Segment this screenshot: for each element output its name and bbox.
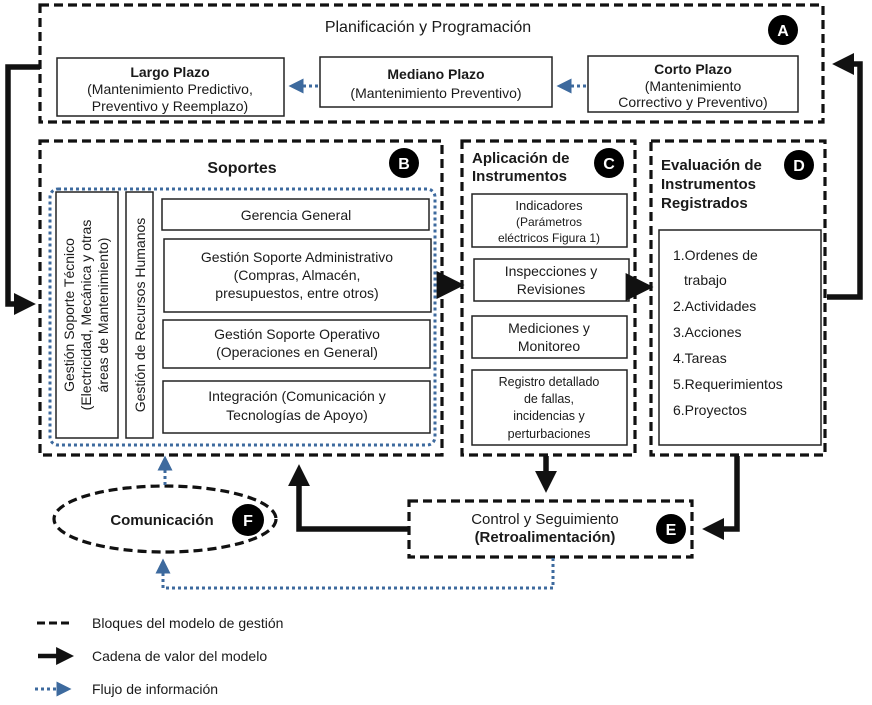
- soporte-administrativo-box: Gestión Soporte Administrativo (Compras,…: [163, 238, 432, 313]
- registro-box: Registro detallado de fallas, incidencia…: [471, 369, 628, 446]
- soporte-tecnico-line: (Electricidad, Mecánica y otras: [78, 220, 94, 411]
- svg-text:F: F: [243, 513, 253, 530]
- svg-text:A: A: [777, 23, 789, 40]
- legend-label: Cadena de valor del modelo: [92, 648, 267, 664]
- indicadores-box: Indicadores (Parámetros eléctricos Figur…: [471, 193, 628, 248]
- inspecciones-line: Inspecciones y: [505, 263, 598, 279]
- svg-text:B: B: [398, 156, 410, 173]
- soporte-operativo-box: Gestión Soporte Operativo (Operaciones e…: [162, 319, 431, 369]
- legend-item-dotted: Flujo de información: [35, 681, 218, 697]
- integracion-line: Integración (Comunicación y: [208, 388, 385, 404]
- corto-plazo-box: Corto Plazo (Mantenimiento Correctivo y …: [587, 55, 799, 113]
- soporte-tecnico-box: Gestión Soporte Técnico (Electricidad, M…: [55, 191, 119, 439]
- mediciones-line: Monitoreo: [518, 338, 580, 354]
- badge-c: C: [594, 148, 624, 178]
- instrumentos-list-box: 1.Ordenes de trabajo 2.Actividades 3.Acc…: [658, 229, 822, 446]
- block-e-control: Control y Seguimiento (Retroalimentación…: [407, 499, 694, 559]
- registro-line: Registro detallado: [499, 375, 600, 389]
- integracion-box: Integración (Comunicación y Tecnologías …: [162, 380, 431, 434]
- gerencia-general-label: Gerencia General: [241, 207, 352, 223]
- legend-item-dashed: Bloques del modelo de gestión: [37, 615, 283, 631]
- mediano-plazo-box: Mediano Plazo (Mantenimiento Preventivo): [319, 56, 553, 108]
- arrow-e-to-f: [155, 558, 555, 590]
- block-a-planificacion: Planificación y Programación A Largo Pla…: [38, 3, 825, 124]
- badge-f: F: [232, 504, 264, 536]
- badge-e: E: [656, 514, 686, 544]
- badge-d: D: [784, 150, 814, 180]
- list-item: 1.Ordenes de: [673, 247, 758, 263]
- block-d-evaluacion: Evaluación de Instrumentos Registrados D…: [649, 139, 827, 457]
- corto-plazo-line: (Mantenimiento: [645, 78, 742, 94]
- soporte-administrativo-line: presupuestos, entre otros): [215, 285, 378, 301]
- soporte-operativo-line: Gestión Soporte Operativo: [214, 326, 380, 342]
- corto-plazo-line: Correctivo y Preventivo): [618, 94, 767, 110]
- largo-plazo-title: Largo Plazo: [130, 64, 209, 80]
- soportes-info-group: [48, 187, 437, 447]
- legend-item-solid: Cadena de valor del modelo: [38, 647, 267, 665]
- legend: Bloques del modelo de gestión Cadena de …: [35, 615, 283, 697]
- inspecciones-box: Inspecciones y Revisiones: [473, 258, 630, 302]
- list-item: trabajo: [684, 272, 727, 288]
- gerencia-general-box: Gerencia General: [161, 198, 430, 231]
- soporte-tecnico-line: áreas de Mantenimiento): [95, 238, 111, 393]
- block-f-border: [52, 484, 278, 554]
- badge-a: A: [768, 15, 798, 45]
- largo-plazo-line: Preventivo y Reemplazo): [92, 98, 248, 114]
- soporte-administrativo-line: Gestión Soporte Administrativo: [201, 249, 393, 265]
- block-f-comunicacion: Comunicación F: [52, 484, 278, 554]
- block-b-soportes: Soportes B Gestión Soporte Técnico (Elec…: [38, 139, 444, 457]
- mediano-plazo-line: (Mantenimiento Preventivo): [350, 85, 521, 101]
- integracion-line: Tecnologías de Apoyo): [226, 407, 368, 423]
- block-f-title: Comunicación: [110, 512, 213, 529]
- block-c-title-line: Instrumentos: [472, 168, 567, 185]
- legend-label: Bloques del modelo de gestión: [92, 615, 283, 631]
- svg-text:C: C: [603, 156, 615, 173]
- indicadores-line: Indicadores: [515, 198, 583, 213]
- block-b-title: Soportes: [207, 160, 276, 177]
- block-d-title-line: Registrados: [661, 195, 748, 212]
- block-c-aplicacion: Aplicación de Instrumentos C Indicadores…: [460, 139, 637, 457]
- svg-text:E: E: [666, 522, 677, 539]
- registro-line: perturbaciones: [508, 427, 591, 441]
- block-e-title-line: (Retroalimentación): [475, 529, 616, 546]
- block-e-title-line: Control y Seguimiento: [471, 511, 619, 528]
- block-d-title-line: Evaluación de: [661, 157, 762, 174]
- block-b-border: [38, 139, 444, 457]
- arrow-e-to-b: [288, 464, 409, 532]
- soporte-operativo-line: (Operaciones en General): [216, 344, 378, 360]
- largo-plazo-line: (Mantenimiento Predictivo,: [87, 81, 253, 97]
- indicadores-line: (Parámetros: [516, 215, 582, 229]
- block-a-title: Planificación y Programación: [325, 19, 531, 36]
- badge-b: B: [389, 148, 419, 178]
- arrow-a-to-b: [5, 64, 40, 315]
- arrow-d-to-a: [827, 53, 863, 300]
- largo-plazo-box: Largo Plazo (Mantenimiento Predictivo, P…: [56, 57, 285, 117]
- svg-text:D: D: [793, 158, 805, 175]
- inspecciones-line: Revisiones: [517, 281, 585, 297]
- recursos-humanos-label: Gestión de Recursos Humanos: [132, 218, 148, 413]
- corto-plazo-title: Corto Plazo: [654, 61, 732, 77]
- soporte-tecnico-line: Gestión Soporte Técnico: [61, 238, 77, 392]
- block-a-border: [38, 3, 825, 124]
- mediciones-box: Mediciones y Monitoreo: [471, 315, 628, 359]
- list-item: 3.Acciones: [673, 324, 741, 340]
- registro-line: de fallas,: [524, 392, 574, 406]
- registro-line: incidencias y: [513, 409, 585, 423]
- list-item: 5.Requerimientos: [673, 376, 783, 392]
- list-item: 4.Tareas: [673, 350, 727, 366]
- block-d-title-line: Instrumentos: [661, 176, 756, 193]
- mediano-plazo-title: Mediano Plazo: [387, 66, 484, 82]
- arrow-d-to-e: [702, 456, 740, 540]
- recursos-humanos-box: Gestión de Recursos Humanos: [125, 191, 154, 439]
- list-item: 2.Actividades: [673, 298, 756, 314]
- soporte-administrativo-line: (Compras, Almacén,: [234, 267, 361, 283]
- block-c-title-line: Aplicación de: [472, 150, 570, 167]
- mediciones-line: Mediciones y: [508, 320, 590, 336]
- legend-label: Flujo de información: [92, 681, 218, 697]
- list-item: 6.Proyectos: [673, 402, 747, 418]
- indicadores-line: eléctricos Figura 1): [498, 231, 600, 245]
